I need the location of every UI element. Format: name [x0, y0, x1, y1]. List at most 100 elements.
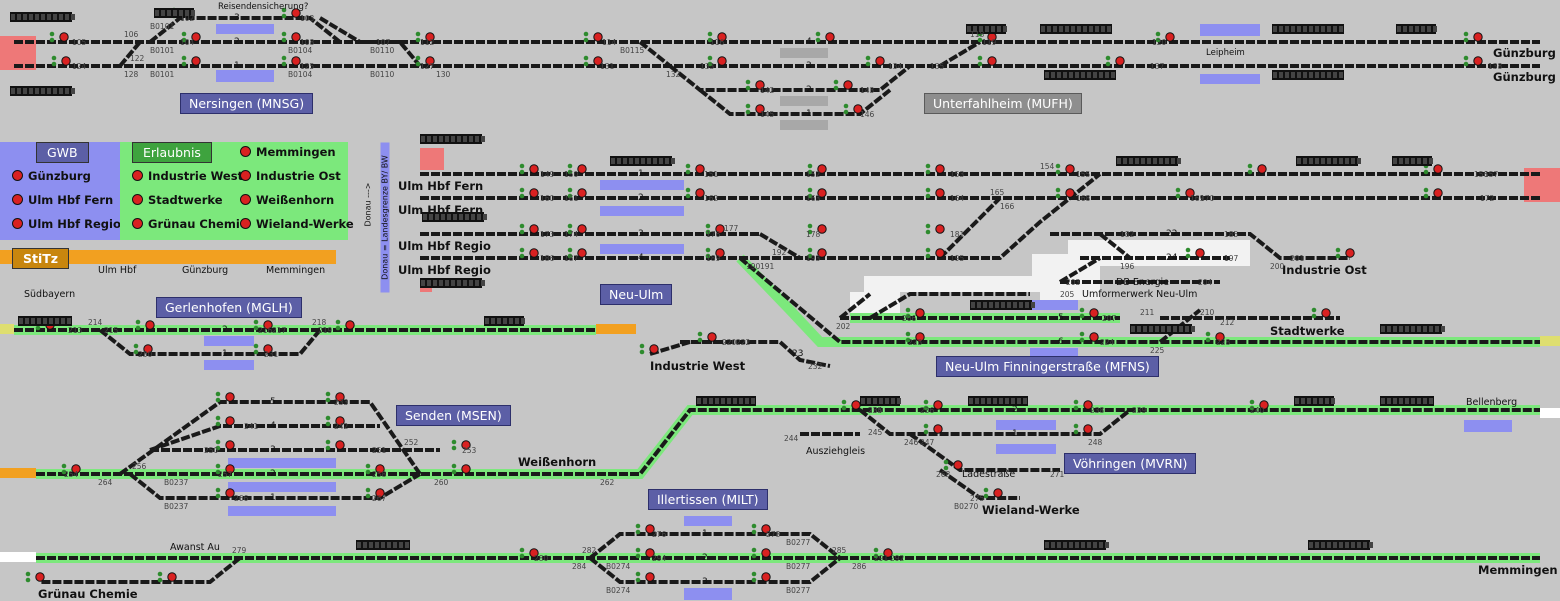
signal-light-icon[interactable] [817, 248, 827, 258]
train-number-display[interactable] [968, 396, 1028, 406]
signal-light-icon[interactable] [529, 548, 539, 558]
signal-light-icon[interactable] [935, 248, 945, 258]
signal-light-icon[interactable] [649, 344, 659, 354]
signal-light-icon[interactable] [817, 164, 827, 174]
signal-light-icon[interactable] [715, 248, 725, 258]
signal-light-icon[interactable] [225, 416, 235, 426]
signal-light-icon[interactable] [35, 572, 45, 582]
signal-light-icon[interactable] [1321, 308, 1331, 318]
signal-light-icon[interactable] [529, 224, 539, 234]
signal-light-icon[interactable] [61, 56, 71, 66]
signal-light-icon[interactable] [263, 320, 273, 330]
gwb-item-guenzburg[interactable]: Günzburg [12, 169, 91, 183]
station-nersingen[interactable]: Nersingen (MNSG) [180, 93, 314, 114]
signal-light-icon[interactable] [577, 224, 587, 234]
station-finningerstrasse[interactable]: Neu-Ulm Finningerstraße (MFNS) [936, 356, 1159, 377]
erlaubnis-item-stadtwerke[interactable]: Stadtwerke [132, 193, 223, 207]
signal-light-icon[interactable] [875, 56, 885, 66]
station-gerlenhofen[interactable]: Gerlenhofen (MGLH) [156, 297, 302, 318]
station-illertissen[interactable]: Illertissen (MILT) [648, 489, 768, 510]
signal-light-icon[interactable] [645, 572, 655, 582]
signal-light-icon[interactable] [291, 56, 301, 66]
signal-light-icon[interactable] [529, 248, 539, 258]
signal-light-icon[interactable] [761, 524, 771, 534]
signal-light-icon[interactable] [817, 188, 827, 198]
signal-light-icon[interactable] [1089, 332, 1099, 342]
signal-light-icon[interactable] [1215, 332, 1225, 342]
signal-light-icon[interactable] [225, 440, 235, 450]
signal-light-icon[interactable] [933, 424, 943, 434]
signal-light-icon[interactable] [263, 344, 273, 354]
signal-light-icon[interactable] [291, 8, 301, 18]
signal-light-icon[interactable] [935, 224, 945, 234]
signal-light-icon[interactable] [529, 164, 539, 174]
signal-light-icon[interactable] [1433, 164, 1443, 174]
signal-light-icon[interactable] [1345, 248, 1355, 258]
signal-light-icon[interactable] [993, 488, 1003, 498]
signal-light-icon[interactable] [461, 464, 471, 474]
signal-light-icon[interactable] [1195, 248, 1205, 258]
signal-light-icon[interactable] [375, 488, 385, 498]
signal-light-icon[interactable] [529, 188, 539, 198]
signal-light-icon[interactable] [191, 32, 201, 42]
signal-light-icon[interactable] [987, 56, 997, 66]
signal-light-icon[interactable] [1257, 164, 1267, 174]
signal-light-icon[interactable] [695, 188, 705, 198]
signal-light-icon[interactable] [915, 308, 925, 318]
signal-light-icon[interactable] [717, 32, 727, 42]
signal-light-icon[interactable] [1433, 188, 1443, 198]
signal-light-icon[interactable] [425, 32, 435, 42]
signal-light-icon[interactable] [593, 32, 603, 42]
signal-light-icon[interactable] [1115, 56, 1125, 66]
signal-light-icon[interactable] [695, 164, 705, 174]
signal-light-icon[interactable] [707, 332, 717, 342]
stitz-title[interactable]: StiTz [12, 248, 70, 269]
signal-light-icon[interactable] [59, 32, 69, 42]
erlaubnis-item-weissenhorn[interactable]: Weißenhorn [240, 193, 334, 207]
signal-light-icon[interactable] [953, 460, 963, 470]
signal-light-icon[interactable] [761, 548, 771, 558]
signal-light-icon[interactable] [425, 56, 435, 66]
gwb-item-ulm-fern[interactable]: Ulm Hbf Fern [12, 193, 113, 207]
signal-light-icon[interactable] [225, 464, 235, 474]
signal-light-icon[interactable] [577, 248, 587, 258]
signal-light-icon[interactable] [577, 164, 587, 174]
train-number-display[interactable] [1272, 70, 1344, 80]
erlaubnis-item-gruenau[interactable]: Grünau Chemie [132, 217, 248, 231]
signal-light-icon[interactable] [935, 188, 945, 198]
signal-light-icon[interactable] [853, 104, 863, 114]
signal-light-icon[interactable] [755, 80, 765, 90]
signal-light-icon[interactable] [645, 548, 655, 558]
signal-light-icon[interactable] [291, 32, 301, 42]
signal-light-icon[interactable] [345, 320, 355, 330]
signal-light-icon[interactable] [717, 56, 727, 66]
signal-light-icon[interactable] [1259, 400, 1269, 410]
erlaubnis-item-wieland[interactable]: Wieland-Werke [240, 217, 354, 231]
erlaubnis-item-memmingen[interactable]: Memmingen [240, 145, 336, 159]
signal-light-icon[interactable] [825, 32, 835, 42]
erlaubnis-item-industrie-west[interactable]: Industrie West [132, 169, 243, 183]
signal-light-icon[interactable] [1473, 32, 1483, 42]
signal-light-icon[interactable] [593, 56, 603, 66]
signal-light-icon[interactable] [755, 104, 765, 114]
gwb-item-ulm-regio[interactable]: Ulm Hbf Regio [12, 217, 121, 231]
erlaubnis-item-industrie-ost[interactable]: Industrie Ost [240, 169, 341, 183]
train-number-display[interactable] [696, 396, 756, 406]
station-unterfahlheim[interactable]: Unterfahlheim (MUFH) [924, 93, 1082, 114]
signal-light-icon[interactable] [843, 80, 853, 90]
signal-light-icon[interactable] [933, 400, 943, 410]
signal-light-icon[interactable] [143, 344, 153, 354]
signal-light-icon[interactable] [225, 488, 235, 498]
signal-light-icon[interactable] [1083, 400, 1093, 410]
train-number-display[interactable] [1044, 70, 1116, 80]
signal-light-icon[interactable] [935, 164, 945, 174]
signal-light-icon[interactable] [577, 188, 587, 198]
signal-light-icon[interactable] [71, 464, 81, 474]
signal-light-icon[interactable] [191, 56, 201, 66]
signal-light-icon[interactable] [461, 440, 471, 450]
signal-light-icon[interactable] [1165, 32, 1175, 42]
signal-light-icon[interactable] [375, 464, 385, 474]
signal-light-icon[interactable] [167, 572, 177, 582]
signal-light-icon[interactable] [883, 548, 893, 558]
station-voehringen[interactable]: Vöhringen (MVRN) [1064, 453, 1197, 474]
